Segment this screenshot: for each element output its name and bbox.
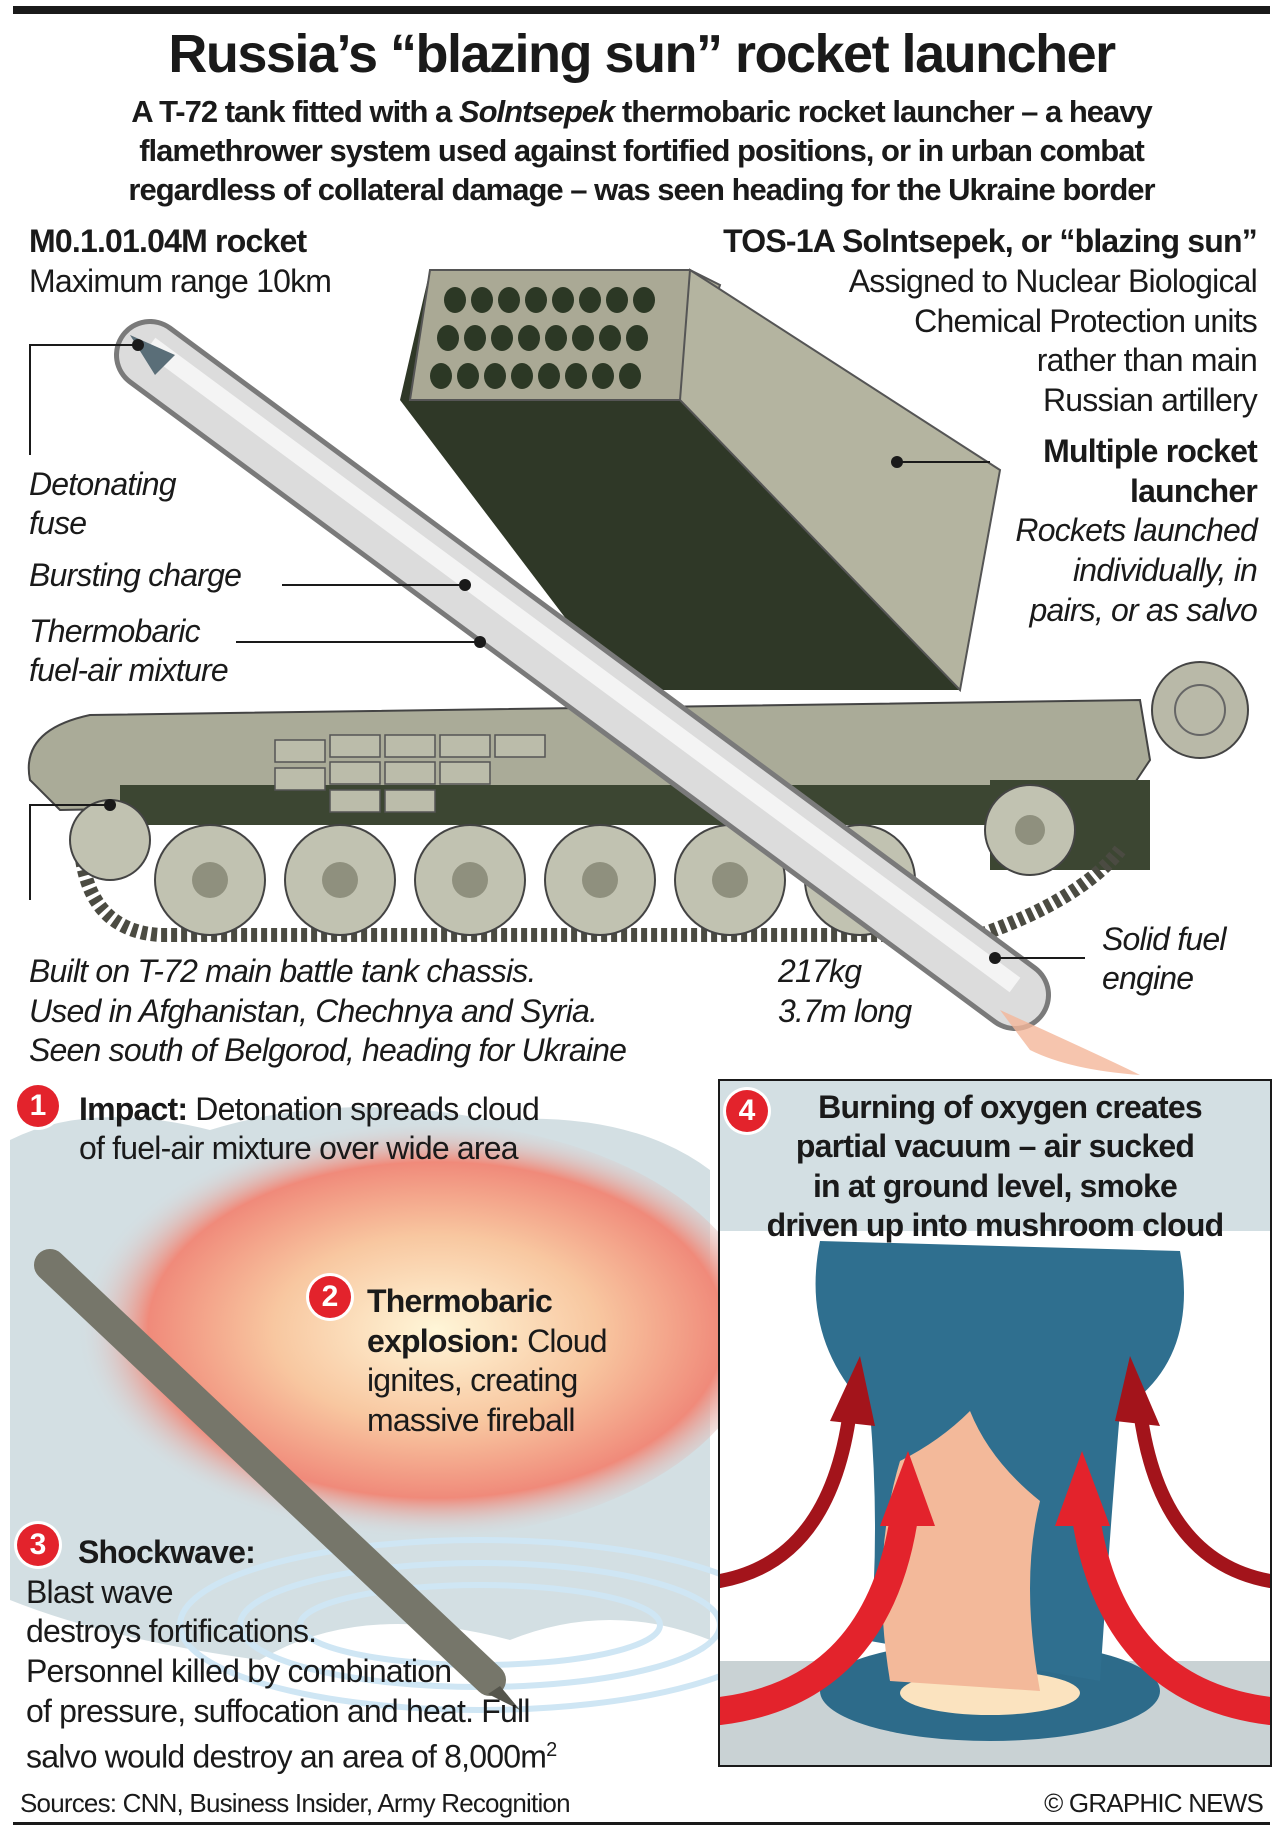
step-2-badge: 2 xyxy=(309,1276,351,1318)
tank-illustration xyxy=(27,268,1249,1075)
step-1-line-1: Impact: Detonation spreads cloud xyxy=(79,1089,540,1129)
fire-column xyxy=(882,1411,1040,1691)
rocket-range: Maximum range 10km xyxy=(29,263,332,299)
step-3-line-4: of pressure, suffocation and heat. Full xyxy=(26,1693,530,1729)
step-4-line-4: driven up into mushroom cloud xyxy=(766,1207,1225,1243)
mrl-desc-1: Rockets launched xyxy=(1015,512,1257,548)
label-detonating-fuse-2: fuse xyxy=(29,505,87,541)
chassis-line-1: Built on T-72 main battle tank chassis. xyxy=(29,953,536,989)
launch-tubes xyxy=(430,287,655,389)
subtitle-em: Solntsepek xyxy=(458,94,615,129)
launcher-desc-4: Russian artillery xyxy=(1042,382,1258,418)
step-4-badge: 4 xyxy=(726,1090,768,1132)
step-4-line-2: partial vacuum – air sucked xyxy=(795,1128,1195,1164)
rocket-impact xyxy=(34,1249,506,1696)
mrl-desc-3: pairs, or as salvo xyxy=(1029,592,1258,628)
bottom-rule xyxy=(13,1822,1270,1825)
subtitle-line-2: flamethrower system used against fortifi… xyxy=(139,133,1145,168)
launcher-desc-3: rather than main xyxy=(1036,342,1258,378)
label-solid-fuel-1: Solid fuel xyxy=(1102,921,1226,957)
airflow-arrows xyxy=(720,1404,1270,1725)
step-2-text: Cloud xyxy=(519,1323,607,1359)
mrl-title-2: launcher xyxy=(1130,473,1258,509)
chassis-line-2: Used in Afghanistan, Chechnya and Syria. xyxy=(29,993,598,1029)
launcher-desc-1: Assigned to Nuclear Biological xyxy=(848,263,1258,299)
step-3-text: salvo would destroy an area of 8,000m xyxy=(26,1738,547,1775)
step-4-line-3: in at ground level, smoke xyxy=(812,1168,1178,1204)
step-1-line-2: of fuel-air mixture over wide area xyxy=(79,1130,519,1166)
armor-blocks xyxy=(274,734,546,813)
top-rule xyxy=(13,6,1270,14)
subtitle-line-1: A T-72 tank fitted with a Solntsepek the… xyxy=(0,92,1283,132)
step-1-text: Detonation spreads cloud xyxy=(187,1091,540,1127)
step-3-badge: 3 xyxy=(17,1524,59,1566)
step-1-bold: Impact: xyxy=(79,1091,188,1127)
rocket-title: M0.1.01.04M rocket xyxy=(29,223,307,259)
label-detonating-fuse-1: Detonating xyxy=(29,466,177,502)
explosion-illustration xyxy=(10,1107,720,1713)
launcher-desc-2: Chemical Protection units xyxy=(914,303,1258,339)
mrl-desc-2: individually, in xyxy=(1072,552,1258,588)
label-solid-fuel-2: engine xyxy=(1102,960,1194,996)
rocket-length: 3.7m long xyxy=(778,993,912,1029)
step-3-line-1: Blast wave xyxy=(26,1574,174,1610)
rocket-illustration xyxy=(114,319,1140,1075)
label-thermobaric-1: Thermobaric xyxy=(29,613,201,649)
subtitle-text: thermobaric rocket launcher – a heavy xyxy=(614,94,1153,129)
subtitle-line-3: regardless of collateral damage – was se… xyxy=(128,172,1155,207)
chassis-line-3: Seen south of Belgorod, heading for Ukra… xyxy=(29,1032,627,1068)
step-1-badge: 1 xyxy=(17,1085,59,1127)
launcher-title: TOS-1A Solntsepek, or “blazing sun” xyxy=(723,223,1258,259)
subtitle-text: A T-72 tank fitted with a xyxy=(131,94,459,129)
page-title: Russia’s “blazing sun” rocket launcher xyxy=(168,24,1116,84)
mushroom-cloud-illustration xyxy=(720,1081,1270,1765)
step-4-line-1: Burning of oxygen creates xyxy=(818,1089,1202,1125)
leader-dots xyxy=(104,339,1001,964)
step-3-line-5: salvo would destroy an area of 8,000m2 xyxy=(26,1730,557,1777)
label-bursting-charge: Bursting charge xyxy=(29,557,242,593)
step-3-line-3: Personnel killed by combination xyxy=(26,1653,452,1689)
step-2-line-2: explosion: Cloud xyxy=(367,1321,608,1361)
credit: © GRAPHIC NEWS xyxy=(1044,1788,1264,1818)
step-2-line-3: ignites, creating xyxy=(367,1362,578,1398)
leader-lines xyxy=(29,344,1085,959)
step-3-bold: Shockwave: xyxy=(78,1534,256,1570)
step-3-line-2: destroys fortifications. xyxy=(26,1613,317,1649)
step-3-sup: 2 xyxy=(546,1739,557,1761)
mrl-title-1: Multiple rocket xyxy=(1043,433,1258,469)
step-2-bold-1: Thermobaric xyxy=(367,1283,553,1319)
tank-track xyxy=(73,829,1126,942)
sources: Sources: CNN, Business Insider, Army Rec… xyxy=(20,1788,571,1818)
label-thermobaric-2: fuel-air mixture xyxy=(29,652,229,688)
mushroom-cloud-panel xyxy=(718,1079,1272,1767)
rocket-weight: 217kg xyxy=(778,953,862,989)
step-2-line-4: massive fireball xyxy=(367,1402,576,1438)
step-2-bold-2: explosion: xyxy=(367,1323,520,1359)
